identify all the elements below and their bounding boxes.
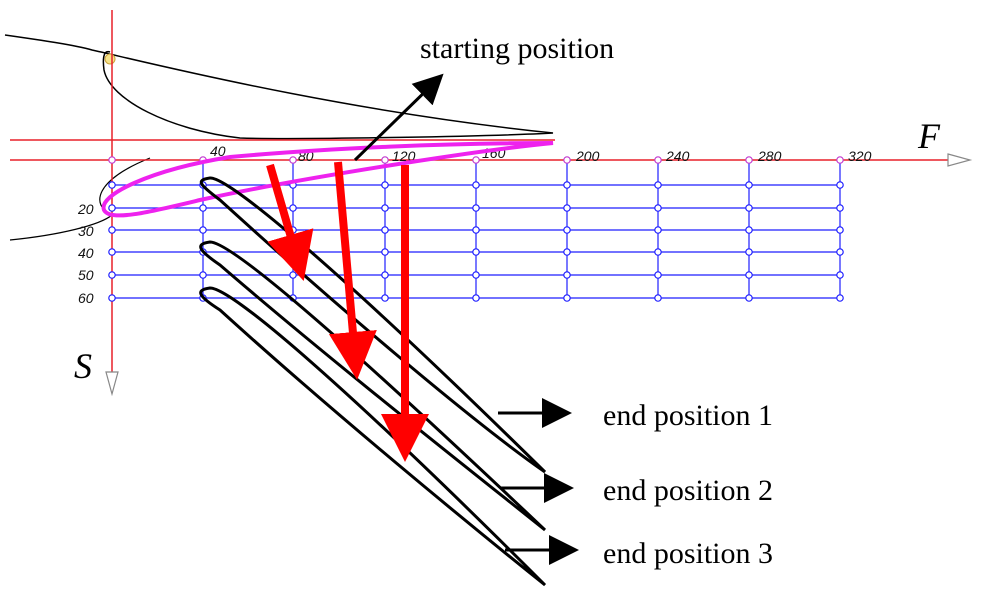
s-tick-label: 50 bbox=[78, 267, 94, 283]
grid-node bbox=[289, 271, 297, 279]
s-axis-arrowhead bbox=[105, 371, 119, 397]
s-tick-label: 20 bbox=[77, 201, 94, 217]
grid-node bbox=[654, 226, 662, 234]
grid-node bbox=[836, 248, 844, 256]
grid-node bbox=[381, 294, 389, 302]
grid-node bbox=[108, 271, 116, 279]
grid-node bbox=[836, 226, 844, 234]
grid-node bbox=[108, 226, 116, 234]
f-axis-label: F bbox=[917, 116, 941, 156]
grid-node bbox=[563, 181, 571, 189]
grid-node bbox=[654, 294, 662, 302]
grid-node bbox=[289, 156, 297, 164]
grid-node bbox=[745, 226, 753, 234]
f-tick-label: 280 bbox=[757, 148, 782, 164]
s-tick-label: 40 bbox=[78, 245, 94, 261]
grid-node bbox=[745, 248, 753, 256]
grid-node bbox=[836, 156, 844, 164]
grid-node bbox=[108, 248, 116, 256]
grid-node bbox=[472, 226, 480, 234]
f-axis-arrowhead bbox=[947, 153, 973, 167]
grid-node bbox=[108, 294, 116, 302]
end-position-3-label: end position 3 bbox=[603, 537, 773, 570]
grid-node bbox=[745, 294, 753, 302]
s-ticks: 20 30 40 50 60 bbox=[77, 201, 94, 306]
end-position-2-label: end position 2 bbox=[603, 474, 773, 507]
grid-node bbox=[836, 181, 844, 189]
upper-main-element bbox=[4, 34, 554, 140]
f-tick-label: 120 bbox=[392, 148, 416, 164]
f-tick-label: 40 bbox=[210, 143, 226, 159]
grid-node bbox=[472, 248, 480, 256]
end-position-1-airfoil bbox=[199, 176, 547, 474]
grid-node bbox=[654, 271, 662, 279]
grid-node bbox=[745, 156, 753, 164]
starting-position-label: starting position bbox=[420, 32, 614, 65]
motion-arrow-1 bbox=[266, 163, 314, 282]
grid-node bbox=[654, 248, 662, 256]
grid-node bbox=[563, 204, 571, 212]
grid-node bbox=[836, 294, 844, 302]
grid-node bbox=[654, 156, 662, 164]
end-position-1-label: end position 1 bbox=[603, 399, 773, 432]
grid-node bbox=[381, 204, 389, 212]
grid-node bbox=[381, 226, 389, 234]
motion-arrow-2 bbox=[328, 161, 377, 380]
f-tick-label: 200 bbox=[575, 148, 600, 164]
grid-node bbox=[108, 204, 116, 212]
grid-node bbox=[654, 204, 662, 212]
grid-node bbox=[745, 271, 753, 279]
s-tick-label: 30 bbox=[78, 223, 94, 239]
grid-node bbox=[472, 156, 480, 164]
grid-node bbox=[108, 156, 116, 164]
s-axis-label: S bbox=[74, 346, 92, 386]
f-tick-label: 240 bbox=[665, 148, 690, 164]
leading-edge-marker bbox=[104, 53, 116, 65]
grid-node bbox=[563, 294, 571, 302]
grid-node bbox=[745, 181, 753, 189]
grid-node bbox=[563, 271, 571, 279]
grid-node bbox=[199, 204, 207, 212]
grid-node bbox=[836, 271, 844, 279]
grid-node bbox=[472, 294, 480, 302]
grid-node bbox=[563, 248, 571, 256]
grid-node bbox=[472, 204, 480, 212]
grid-node bbox=[199, 226, 207, 234]
starting-position-airfoil bbox=[101, 141, 554, 218]
grid-node bbox=[199, 271, 207, 279]
f-tick-label: 320 bbox=[848, 148, 872, 164]
end-position-3-airfoil bbox=[199, 286, 547, 587]
grid-node bbox=[836, 204, 844, 212]
starting-position-pointer bbox=[353, 73, 444, 162]
end-position-2-airfoil bbox=[199, 240, 547, 532]
grid-node bbox=[563, 226, 571, 234]
grid-node bbox=[472, 181, 480, 189]
grid-node bbox=[381, 248, 389, 256]
grid-node bbox=[108, 181, 116, 189]
grid-node bbox=[381, 271, 389, 279]
grid-node bbox=[381, 156, 389, 164]
grid-node bbox=[472, 271, 480, 279]
grid-node bbox=[563, 156, 571, 164]
grid-node bbox=[381, 181, 389, 189]
s-tick-label: 60 bbox=[78, 290, 94, 306]
grid-node bbox=[289, 204, 297, 212]
grid-node bbox=[654, 181, 662, 189]
grid-node bbox=[745, 204, 753, 212]
